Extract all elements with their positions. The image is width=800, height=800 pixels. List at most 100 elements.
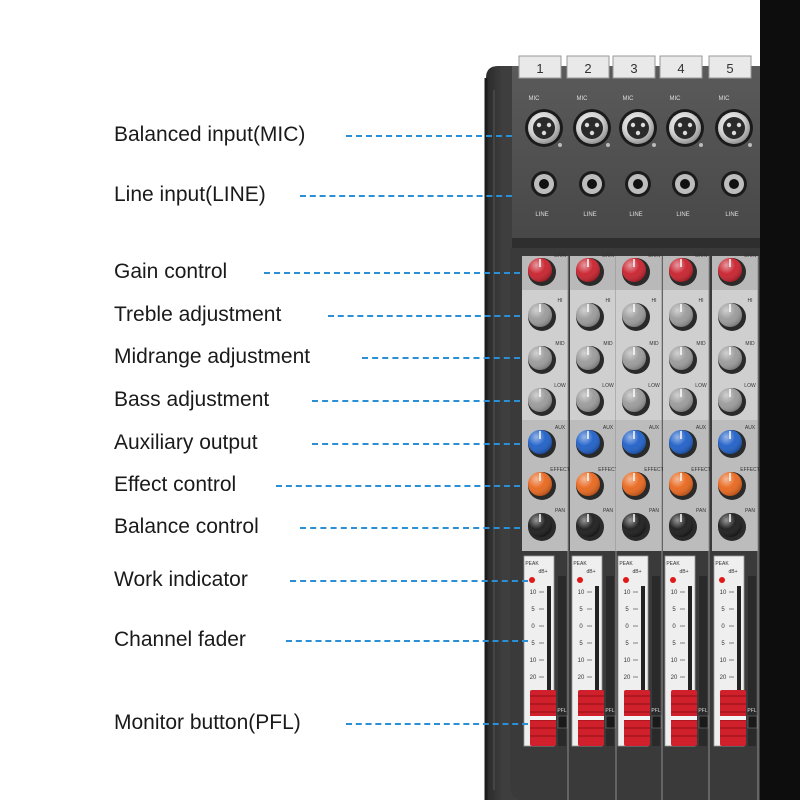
gain-knob-label: GAIN xyxy=(648,253,661,259)
effect-knob-shine xyxy=(622,472,646,496)
line-label: LINE xyxy=(583,212,596,218)
xlr-pin xyxy=(731,130,737,136)
xlr-socket-inner xyxy=(627,117,649,139)
pan-knob-label: PAN xyxy=(603,508,613,514)
callout-leader-gain-control xyxy=(264,272,520,274)
treble-knob-shine xyxy=(528,303,552,327)
fader-scale-mark: 10 xyxy=(720,658,727,664)
fader-scale-mark: 20 xyxy=(671,675,678,681)
fader-scale-mark: 10 xyxy=(530,658,537,664)
peak-led xyxy=(529,577,535,583)
xlr-screw xyxy=(699,143,703,147)
callout-leader-effect-control xyxy=(276,485,520,487)
fader-scale-mark: 5 xyxy=(579,641,583,647)
bass-knob-label: LOW xyxy=(602,383,614,389)
fader-scale-mark: 0 xyxy=(579,624,583,630)
line-label: LINE xyxy=(676,212,689,218)
treble-knob-shine xyxy=(576,303,600,327)
treble-knob-label: HI xyxy=(652,298,657,304)
xlr-socket-inner xyxy=(581,117,603,139)
peak-led xyxy=(577,577,583,583)
effect-knob-label: EFFECT xyxy=(550,467,569,473)
meter-slot xyxy=(606,576,614,746)
channel-number-tab xyxy=(659,55,703,79)
aux-knob-label: AUX xyxy=(696,425,707,431)
xlr-screw xyxy=(558,143,562,147)
aux-knob-shine xyxy=(622,430,646,454)
pfl-button xyxy=(747,715,758,729)
fader-scale-mark: 10 xyxy=(578,590,585,596)
callout-leader-work-indicator xyxy=(290,580,528,582)
fader-scale-mark: 5 xyxy=(672,607,676,613)
callout-leader-midrange-adjustment xyxy=(362,357,520,359)
aux-knob-label: AUX xyxy=(555,425,566,431)
channel-number: 5 xyxy=(726,61,733,76)
mic-label: MIC xyxy=(623,96,635,102)
callout-label-work-indicator: Work indicator xyxy=(114,568,248,591)
fader-scale-mark: 5 xyxy=(625,607,629,613)
fader-scale-mark: 20 xyxy=(578,675,585,681)
fader-scale-mark: 5 xyxy=(531,607,535,613)
gain-knob-label: GAIN xyxy=(602,253,615,259)
peak-led xyxy=(623,577,629,583)
callout-label-balanced-input: Balanced input(MIC) xyxy=(114,123,306,146)
pfl-label: PFL xyxy=(698,708,707,714)
input-panel-lip xyxy=(512,238,760,248)
mid-knob-shine xyxy=(622,346,646,370)
fader-scale-mark: 5 xyxy=(721,607,725,613)
fader-slot xyxy=(547,586,551,736)
aux-knob-label: AUX xyxy=(603,425,614,431)
callout-leader-monitor-button xyxy=(346,723,528,725)
channel-number-tab xyxy=(518,55,562,79)
xlr-screw xyxy=(748,143,752,147)
channel-strip-2: 2MICLINEGAINHIMIDLOWAUXEFFECTPANPEAKdB+1… xyxy=(566,55,618,800)
pan-knob-label: PAN xyxy=(649,508,659,514)
callout-leader-bass-adjustment xyxy=(312,400,520,402)
pan-knob-label: PAN xyxy=(555,508,565,514)
peak-led xyxy=(670,577,676,583)
fader-scale-mark: 20 xyxy=(624,675,631,681)
gain-knob-label: GAIN xyxy=(554,253,567,259)
xlr-pin xyxy=(736,122,742,128)
treble-knob-label: HI xyxy=(606,298,611,304)
fader-cap-line xyxy=(530,716,556,720)
fader-scale-mark: 0 xyxy=(531,624,535,630)
channel-number: 1 xyxy=(536,61,543,76)
aux-knob-shine xyxy=(576,430,600,454)
mic-label: MIC xyxy=(670,96,682,102)
meter-slot xyxy=(652,576,660,746)
callout-label-treble-adjustment: Treble adjustment xyxy=(114,303,282,326)
fader-scale-mark: 5 xyxy=(579,607,583,613)
xlr-pin xyxy=(630,122,636,128)
db-label: dB+ xyxy=(679,569,688,575)
line-label: LINE xyxy=(629,212,642,218)
gain-knob-label: GAIN xyxy=(695,253,708,259)
bass-knob-shine xyxy=(622,388,646,412)
bass-knob-label: LOW xyxy=(695,383,707,389)
bass-knob-label: LOW xyxy=(744,383,756,389)
fader-slot xyxy=(737,586,741,736)
fader-scale-mark: 5 xyxy=(625,641,629,647)
pan-knob-shine xyxy=(622,513,646,537)
callout-leader-balance-control xyxy=(300,527,520,529)
channel-strip-4: 4MICLINEGAINHIMIDLOWAUXEFFECTPANPEAKdB+1… xyxy=(659,55,711,800)
pan-knob-label: PAN xyxy=(696,508,706,514)
db-label: dB+ xyxy=(586,569,595,575)
bass-knob-shine xyxy=(576,388,600,412)
fader-scale-mark: 0 xyxy=(625,624,629,630)
channel-strip-3: 3MICLINEGAINHIMIDLOWAUXEFFECTPANPEAKdB+1… xyxy=(612,55,664,800)
fader-scale-mark: 10 xyxy=(720,590,727,596)
aux-knob-label: AUX xyxy=(745,425,756,431)
bass-knob-shine xyxy=(669,388,693,412)
line-jack-hole xyxy=(729,179,739,189)
pan-knob-shine xyxy=(528,513,552,537)
bass-knob-label: LOW xyxy=(554,383,566,389)
peak-label: PEAK xyxy=(715,561,729,567)
bass-knob-shine xyxy=(528,388,552,412)
channel-number-tab xyxy=(612,55,656,79)
callout-leader-treble-adjustment xyxy=(328,315,520,317)
callout-label-channel-fader: Channel fader xyxy=(114,628,246,651)
xlr-pin xyxy=(687,122,693,128)
effect-knob-shine xyxy=(718,472,742,496)
